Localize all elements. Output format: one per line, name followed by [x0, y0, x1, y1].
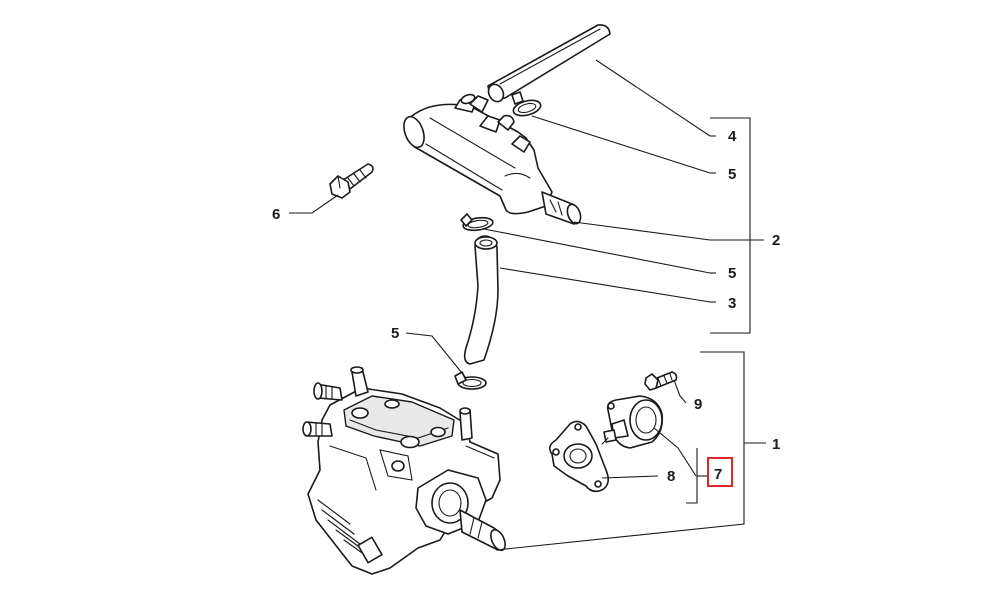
callout-8: 8: [667, 468, 675, 485]
callout-9: 9: [694, 396, 702, 413]
leader-lines: [289, 59, 766, 551]
part-5-clamp-top[interactable]: [511, 91, 543, 118]
part-8-flange[interactable]: [548, 420, 610, 493]
callout-labels: 4 5 2 5 3 6 5 9 1 8 7: [272, 128, 780, 487]
callout-6: 6: [272, 206, 280, 223]
part-7-regulator[interactable]: [601, 395, 664, 449]
part-5-clamp-left[interactable]: [454, 371, 487, 390]
high-pressure-pump[interactable]: [302, 366, 508, 575]
callout-3: 3: [728, 295, 736, 312]
callout-5-left: 5: [391, 325, 399, 342]
callout-1: 1: [772, 436, 780, 453]
callout-5-top: 5: [728, 166, 736, 183]
part-5-clamp-mid[interactable]: [460, 213, 494, 232]
part-9-bolt[interactable]: [644, 371, 678, 391]
callout-2: 2: [772, 232, 780, 249]
part-3-hose[interactable]: [463, 235, 499, 365]
callout-4: 4: [728, 128, 737, 145]
part-2-manifold[interactable]: [400, 93, 583, 226]
callout-5-mid: 5: [728, 265, 736, 282]
part-6-bolt[interactable]: [329, 163, 374, 199]
callout-7: 7: [714, 466, 722, 483]
callout-7-highlight: [707, 457, 733, 487]
part-4-pipe[interactable]: [486, 24, 611, 104]
